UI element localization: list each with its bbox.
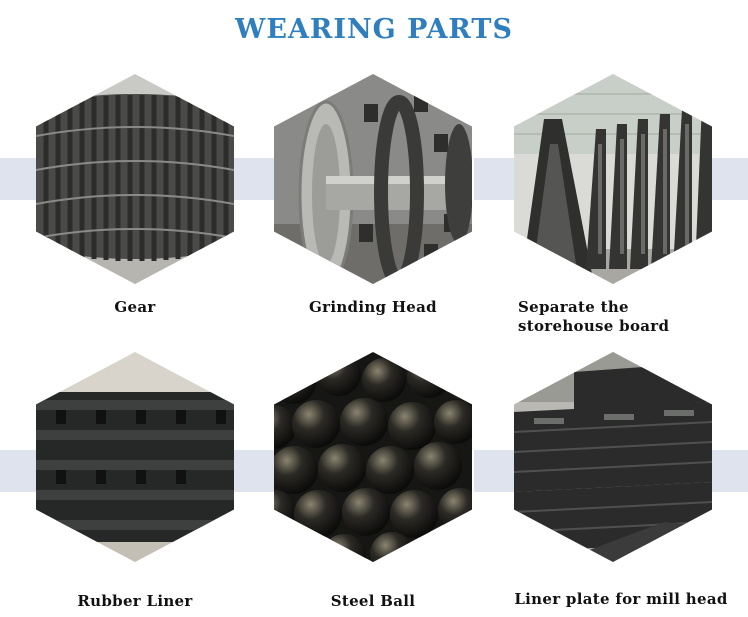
grinding-head-image — [274, 74, 472, 284]
decor-bar — [712, 158, 748, 200]
rubber-liner-image — [36, 352, 234, 562]
rubber-liner-label: Rubber Liner — [77, 592, 193, 610]
page-title: WEARING PARTS — [235, 14, 513, 45]
decor-bar — [0, 158, 36, 200]
decor-bar — [474, 450, 514, 492]
decor-bar — [234, 158, 274, 200]
decor-bar — [712, 450, 748, 492]
steel-ball-label: Steel Ball — [330, 592, 416, 610]
grinding-head-label: Grinding Head — [309, 298, 437, 316]
storehouse-board-label: Separate the storehouse board — [518, 298, 670, 335]
decor-bar — [474, 158, 514, 200]
gear-image — [36, 74, 234, 284]
decor-bar — [0, 450, 36, 492]
storehouse-board-image — [514, 74, 712, 284]
liner-plate-label: Liner plate for mill head — [514, 590, 728, 608]
gear-label: Gear — [114, 298, 156, 316]
decor-bar — [234, 450, 274, 492]
liner-plate-image — [514, 352, 712, 562]
steel-ball-image — [274, 352, 472, 562]
